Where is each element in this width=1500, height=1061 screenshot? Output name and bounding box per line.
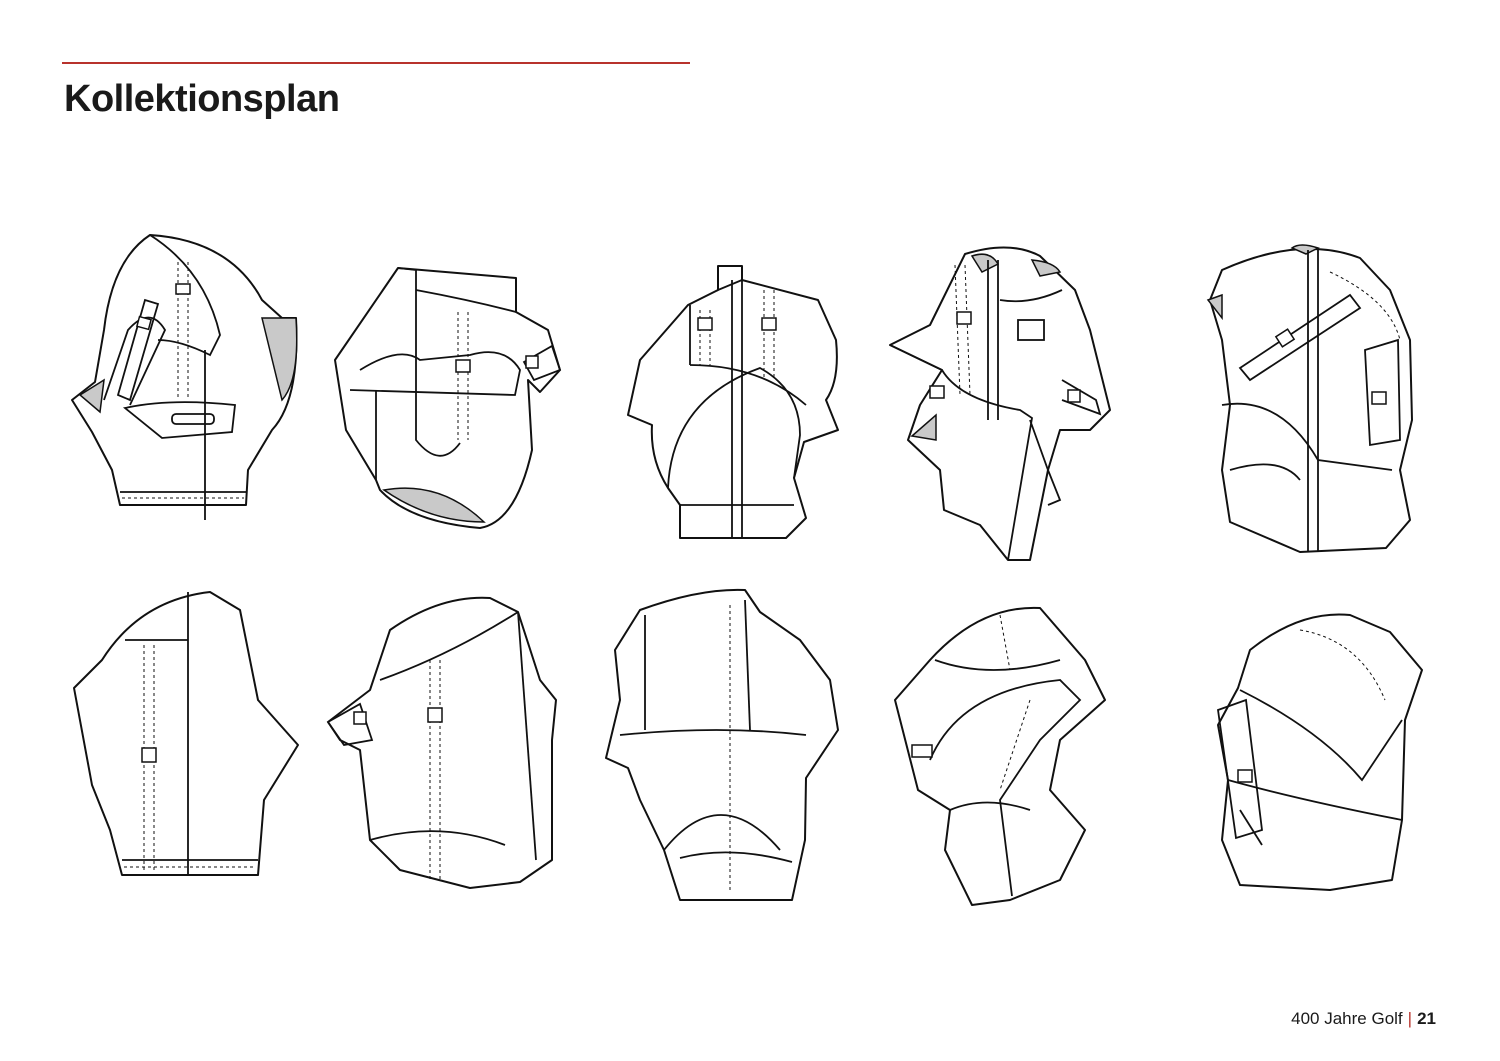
garment-5-front — [1206, 244, 1413, 553]
footer-separator: | — [1407, 1009, 1413, 1028]
garment-3-front — [627, 265, 839, 539]
page-footer: 400 Jahre Golf|21 — [1291, 1009, 1436, 1029]
header-rule — [62, 62, 690, 64]
garment-1-front — [71, 234, 298, 520]
garment-5-back — [1217, 613, 1423, 891]
garment-1-back — [73, 591, 299, 876]
garment-2-back — [326, 596, 557, 889]
garment-2-front — [334, 267, 562, 529]
footer-label: 400 Jahre Golf — [1291, 1009, 1403, 1028]
page-title: Kollektionsplan — [64, 78, 340, 120]
garment-4-back — [894, 606, 1106, 906]
page-number: 21 — [1417, 1009, 1436, 1028]
garment-3-back — [605, 588, 839, 901]
garment-4-front — [889, 246, 1111, 561]
